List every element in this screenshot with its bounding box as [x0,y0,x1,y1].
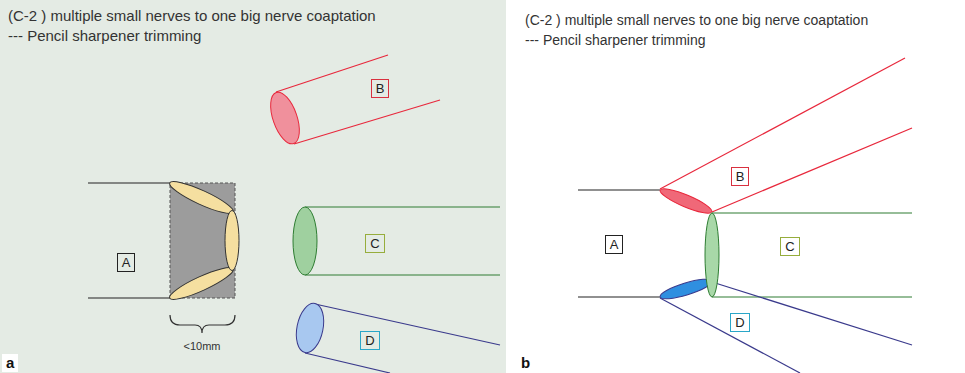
letter-box: D [730,313,749,332]
nerve-face [293,207,317,275]
letter-box: C [365,234,384,253]
nerve-outline [578,296,660,297]
letter-box: B [731,167,750,186]
panel-letter: b [517,354,534,372]
letter-label: B [736,169,745,184]
nerve-face [658,185,714,218]
caption-text: <10mm [184,340,221,353]
letter-box: B [371,79,390,98]
letter-box: C [780,237,799,256]
nerve-outline [305,274,500,275]
nerve-outline [88,182,170,183]
nerve-outline [305,353,390,373]
nerve-face [265,89,305,148]
caption-text: (C-2 ) multiple small nerves to one big … [525,12,868,29]
fascicle-face [167,263,236,305]
letter-label: D [735,315,744,330]
letter-label: A [610,237,619,252]
nerve-face [658,275,713,302]
nerve-outline [305,206,500,207]
nerve-outline [660,298,800,373]
letter-label: D [365,333,374,348]
nerve-face [705,213,719,297]
nerve-outline [294,100,440,144]
caption-text: --- Pencil sharpener trimming [8,27,201,45]
panel-letter: a [2,354,18,372]
nerve-outline [712,282,912,345]
nerve-outline [712,128,912,212]
nerve-outline [88,297,170,298]
nerve-outline [712,212,912,213]
nerve-outline [660,58,905,189]
letter-label: A [122,255,131,270]
caption-text: (C-2 ) multiple small nerves to one big … [8,7,376,25]
letter-label: C [785,239,794,254]
nerve-outline [578,189,660,190]
fascicle-face [225,211,239,271]
panel-ground [0,0,506,373]
nerve-outline [712,296,912,297]
caption-text: --- Pencil sharpener trimming [525,32,706,49]
letter-box: D [360,331,379,350]
letter-box: A [117,253,136,272]
letter-label: C [370,236,379,251]
nerve-outline [315,304,500,345]
letter-box: A [605,235,624,254]
fascicle-face [167,177,236,219]
length-bracket [170,315,235,333]
letter-label: B [376,81,385,96]
nerve-face [292,301,327,355]
